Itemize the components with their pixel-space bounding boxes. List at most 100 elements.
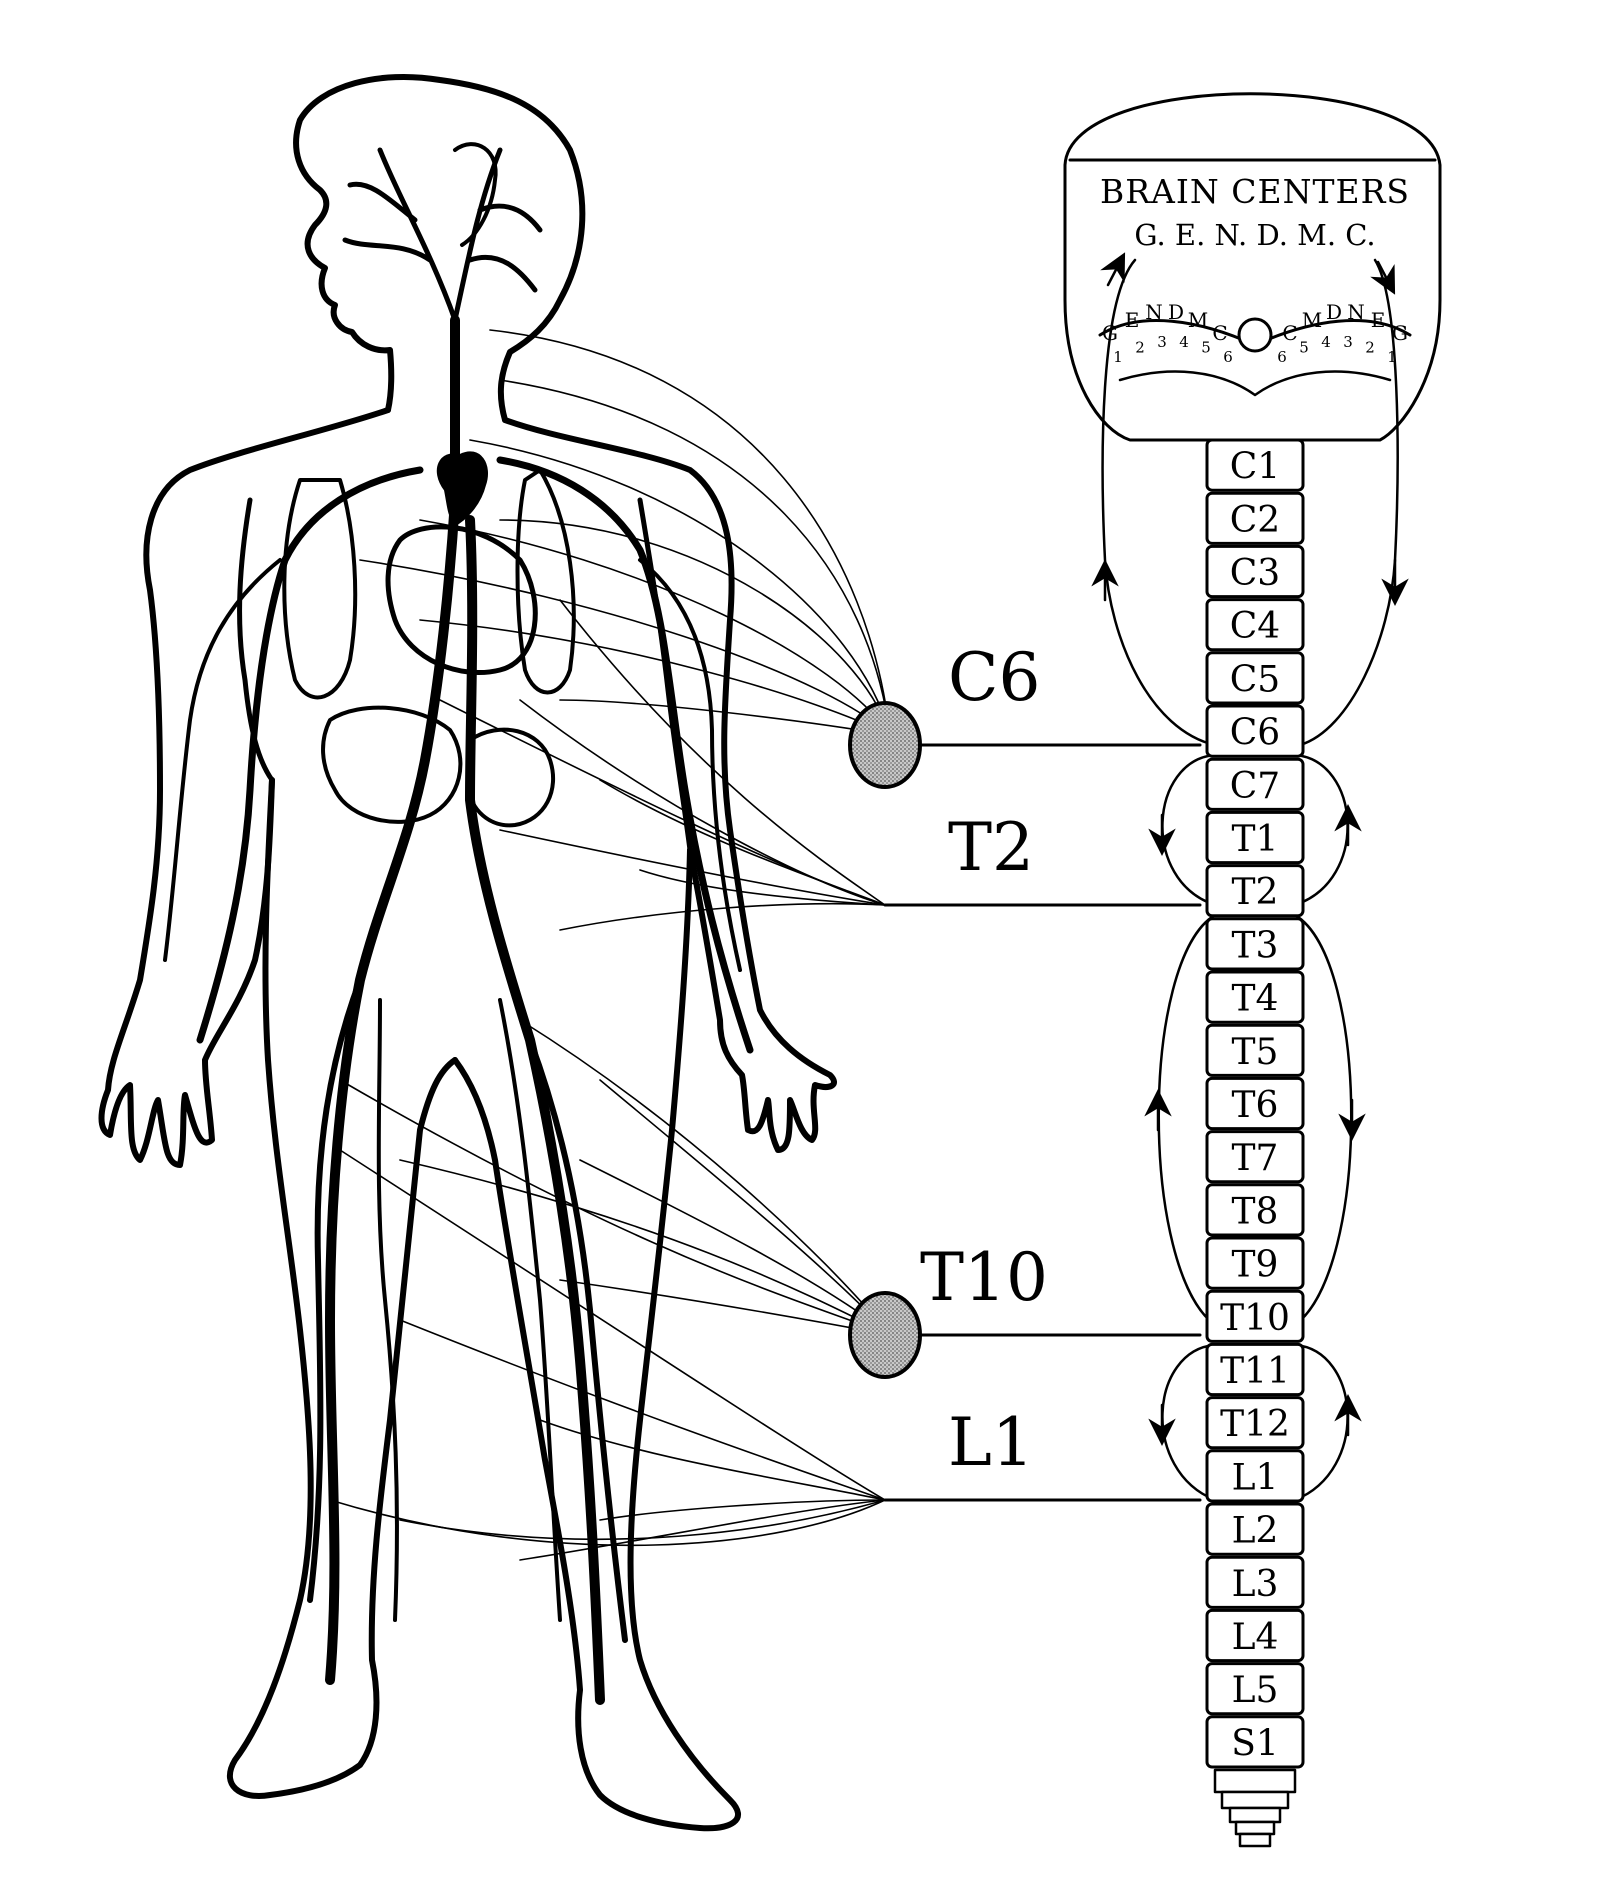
left-leg-vessel — [307, 977, 363, 1603]
brain-letter-left-5: C — [1212, 321, 1227, 345]
brain-letter-right-3: N — [1347, 300, 1365, 324]
vertebra-label-t4: T4 — [1232, 979, 1279, 1020]
ganglion-c6 — [848, 701, 922, 789]
brain-number-right-0: 6 — [1277, 348, 1287, 366]
heart-icon — [436, 451, 488, 527]
brain-number-left-4: 5 — [1201, 339, 1211, 357]
vertebra-label-t8: T8 — [1232, 1191, 1279, 1232]
vertebra-t10 — [1205, 1289, 1305, 1343]
vertebra-label-c6: C6 — [1230, 713, 1280, 754]
brain-letter-right-2: D — [1326, 300, 1342, 324]
organ-outline-lung-left — [282, 478, 358, 700]
arrow-down-top-right — [1370, 260, 1396, 295]
vertebra-label-c1: C1 — [1230, 447, 1280, 488]
vertebra-l4 — [1205, 1608, 1305, 1663]
vertebra-t12 — [1205, 1396, 1305, 1450]
brain-number-right-3: 3 — [1343, 333, 1353, 351]
vertebra-c2 — [1205, 491, 1305, 545]
direction-arrows — [1091, 252, 1409, 1446]
brain-number-right-2: 4 — [1321, 333, 1331, 351]
heart-outline — [385, 524, 538, 676]
vertebra-t6 — [1205, 1076, 1305, 1131]
brain-number-left-1: 2 — [1135, 339, 1145, 357]
vertebra-t7 — [1205, 1130, 1305, 1184]
vertebra-label-c2: C2 — [1230, 500, 1280, 541]
vertebra-l2 — [1205, 1502, 1305, 1556]
head-vessel-right — [452, 147, 543, 323]
vertebra-label-c5: C5 — [1230, 659, 1280, 700]
vertebra-label-t11: T11 — [1220, 1351, 1290, 1392]
vascular-network — [163, 147, 754, 1705]
vertebra-c7 — [1205, 757, 1305, 811]
vertebra-c1 — [1205, 438, 1305, 492]
head-outline — [293, 74, 586, 423]
brain-letter-left-2: N — [1145, 300, 1163, 324]
vertebra-c4 — [1205, 598, 1305, 652]
vertebra-c3 — [1205, 544, 1305, 599]
torso-right-side — [637, 497, 693, 853]
vertebra-t2 — [1205, 864, 1305, 918]
vertebra-label-t2: T2 — [1232, 872, 1279, 913]
vertebra-t8 — [1205, 1183, 1305, 1237]
abdomen-organs — [321, 705, 556, 828]
vertebra-label-t6: T6 — [1232, 1085, 1279, 1126]
vertebra-label-c3: C3 — [1230, 553, 1280, 594]
spinal-column: C1C2C3C4C5C6C7T1T2T3T4T5T6T7T8T9T10T11T1… — [1205, 438, 1305, 1769]
vertebra-label-t7: T7 — [1232, 1138, 1279, 1179]
brain-number-right-5: 1 — [1387, 348, 1397, 366]
brain-number-left-5: 6 — [1223, 348, 1233, 366]
brain-number-right-1: 5 — [1299, 339, 1309, 357]
human-figure — [98, 74, 837, 1832]
vertebra-t3 — [1205, 917, 1305, 971]
vertebra-t9 — [1205, 1236, 1305, 1290]
vertebra-c6 — [1205, 704, 1305, 758]
right-leg-vessel — [527, 1037, 628, 1643]
label-t10: T10 — [920, 1239, 1048, 1316]
brain-hemisphere-right — [1253, 319, 1412, 347]
ganglia — [848, 701, 922, 1379]
arrow-up-top-left — [1100, 252, 1126, 287]
left-leg-outline — [227, 777, 458, 1799]
vertebra-label-t5: T5 — [1232, 1032, 1279, 1073]
vertebra-l5 — [1205, 1662, 1305, 1716]
left-arm-vessel-2 — [163, 558, 282, 962]
vertebra-label-s1: S1 — [1231, 1723, 1279, 1764]
vertebra-label-l4: L4 — [1232, 1617, 1279, 1658]
vena-main — [465, 515, 605, 1705]
vertebra-l3 — [1205, 1555, 1305, 1609]
torso-left-side — [237, 497, 275, 783]
torso-arms-outline — [98, 407, 391, 1168]
organ-outline-lung-right — [515, 468, 576, 695]
vertebra-label-t10: T10 — [1220, 1298, 1290, 1339]
ganglion-t10 — [848, 1291, 922, 1379]
brain-center-node — [1237, 317, 1273, 353]
brain-letter-left-4: M — [1188, 308, 1208, 332]
vertebra-label-t9: T9 — [1232, 1245, 1279, 1286]
vertebra-label-t1: T1 — [1232, 819, 1279, 860]
vertebra-label-l5: L5 — [1232, 1670, 1279, 1711]
vertebra-label-c4: C4 — [1230, 606, 1280, 647]
brain-number-right-4: 2 — [1365, 339, 1375, 357]
brain-letter-right-0: C — [1282, 321, 1297, 345]
right-arm-vessel-2 — [638, 558, 742, 972]
vertebra-label-l1: L1 — [1232, 1457, 1279, 1498]
vertebra-t5 — [1205, 1023, 1305, 1077]
brain-letter-right-4: E — [1371, 308, 1386, 332]
leg-vessel-3 — [376, 998, 399, 1622]
vertebra-label-l3: L3 — [1232, 1564, 1279, 1605]
right-arm-vessel — [496, 456, 754, 1054]
head-vessel-left — [342, 147, 458, 323]
vertebra-t11 — [1205, 1342, 1305, 1397]
leg-vessel-4 — [498, 998, 562, 1622]
vertebra-l1 — [1205, 1449, 1305, 1503]
vertebra-t1 — [1205, 810, 1305, 865]
brain-letter-left-3: D — [1168, 300, 1184, 324]
brain-centers-title: BRAIN CENTERS — [1100, 172, 1410, 211]
label-l1: L1 — [948, 1404, 1034, 1481]
level-connector-lines — [883, 743, 1202, 1502]
